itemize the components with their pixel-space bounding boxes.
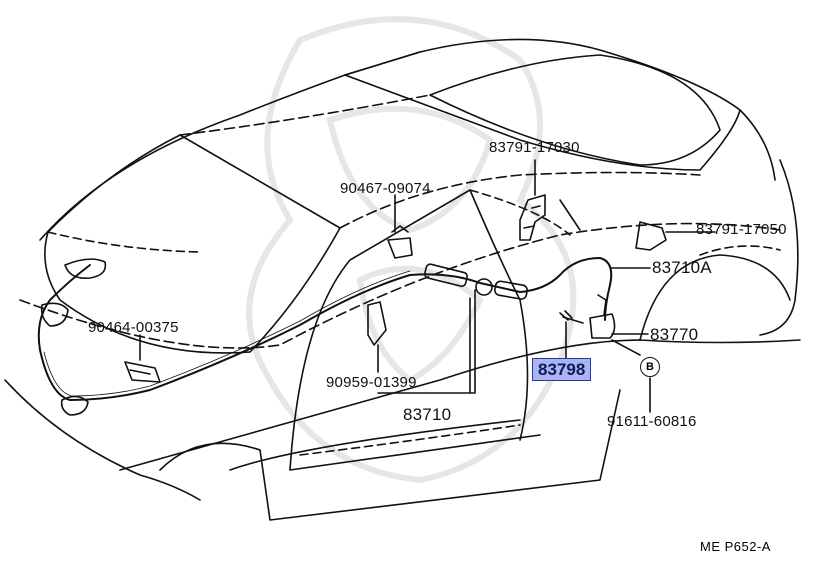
label-83770: 83770 — [650, 325, 699, 344]
bracket-83791-17030 — [519, 194, 546, 241]
label-83791-17030: 83791-17030 — [489, 139, 580, 156]
body-side-line — [119, 339, 801, 471]
rocker-panel — [159, 389, 621, 521]
circle-b-marker: B — [640, 357, 660, 377]
clip-90467-09074 — [387, 237, 413, 259]
leader-83710 — [377, 289, 476, 394]
bolt-91611-60816 — [611, 339, 641, 356]
label-83710: 83710 — [403, 405, 452, 424]
figure-reference: ME P652-A — [700, 539, 771, 554]
bracket-83791-17050 — [635, 221, 667, 251]
clamp-90464-00375 — [124, 361, 161, 383]
label-83798-highlighted[interactable]: 83798 — [532, 358, 592, 381]
cable-83710 — [39, 257, 613, 401]
rear-window — [429, 54, 721, 166]
label-90464-00375: 90464-00375 — [88, 319, 179, 336]
label-90467-09074: 90467-09074 — [340, 180, 431, 197]
opener-83770 — [589, 313, 616, 339]
rear-fender — [639, 254, 791, 341]
label-83791-17050: 83791-17050 — [696, 221, 787, 238]
label-83710A: 83710A — [652, 258, 712, 277]
cable-end-front — [37, 264, 91, 351]
roof-panel — [344, 74, 741, 171]
label-91611-60816: 91611-60816 — [607, 413, 697, 430]
door-outline — [289, 189, 529, 471]
roof-outline — [39, 38, 776, 241]
clamp-90959-01399 — [367, 301, 387, 346]
label-90959-01399: 90959-01399 — [326, 374, 417, 391]
